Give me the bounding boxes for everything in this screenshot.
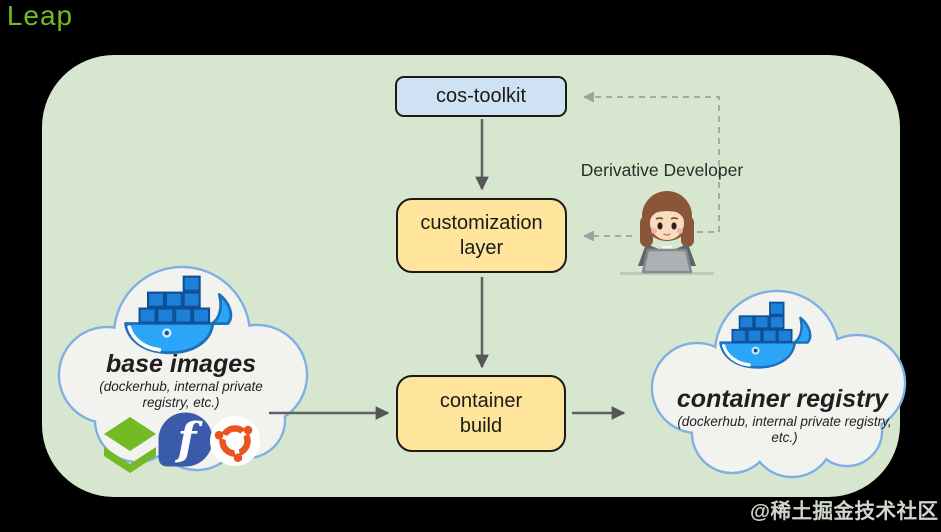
cos-toolkit-label: cos-toolkit bbox=[435, 85, 527, 107]
cos-toolkit-node: cos-toolkit bbox=[395, 76, 567, 117]
container-registry-cloud bbox=[650, 289, 907, 479]
customization-layer-label: customization layer bbox=[420, 211, 543, 259]
developer-avatar bbox=[620, 191, 714, 275]
base-images-subtitle: (dockerhub, internal private registry, e… bbox=[99, 379, 263, 410]
watermark-text: @稀土掘金技术社区 bbox=[750, 500, 939, 523]
leap-logo bbox=[104, 417, 156, 473]
customization-layer-node: customization layer bbox=[396, 198, 567, 273]
container-registry-subtitle: (dockerhub, internal private registry, e… bbox=[677, 414, 892, 445]
derivative-developer-label: Derivative Developer bbox=[580, 160, 744, 180]
base-images-title: base images bbox=[105, 350, 257, 378]
container-build-label: container build bbox=[439, 389, 523, 437]
fedora-logo: f bbox=[158, 412, 213, 467]
container-registry-title: container registry bbox=[676, 385, 889, 413]
leap-logo-label: Leap bbox=[6, 0, 74, 31]
ubuntu-logo bbox=[210, 416, 260, 466]
container-build-node: container build bbox=[396, 375, 566, 452]
